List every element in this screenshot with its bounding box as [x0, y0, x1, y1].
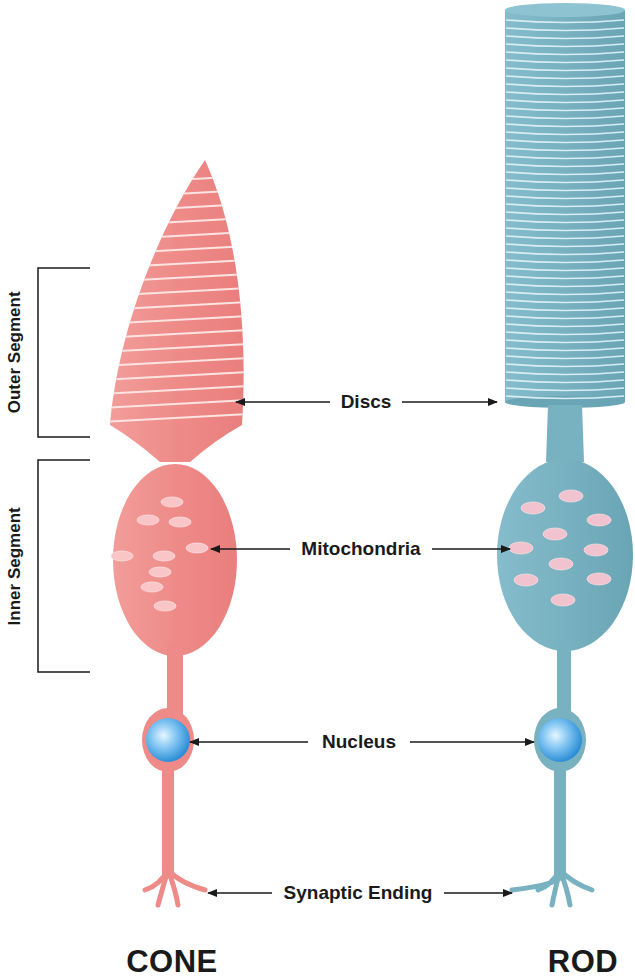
disc-stripe [506, 52, 624, 55]
disc-stripe [100, 372, 250, 380]
disc-stripe [506, 68, 624, 71]
disc-stripe [506, 156, 624, 159]
disc-stripe [506, 308, 624, 311]
disc-stripe [506, 324, 624, 327]
disc-stripe [506, 84, 624, 87]
disc-stripe [506, 60, 624, 63]
segment-brackets [38, 268, 90, 672]
disc-stripe [100, 400, 250, 408]
cell-name: ROD [548, 945, 618, 979]
disc-stripe [506, 92, 624, 95]
disc-stripe [506, 132, 624, 135]
disc-stripe [506, 316, 624, 319]
disc-stripe [506, 76, 624, 79]
disc-stripe [506, 204, 624, 207]
part-label: Synaptic Ending [284, 883, 433, 904]
disc-stripe [506, 140, 624, 143]
disc-stripe [506, 148, 624, 151]
disc-stripe [506, 228, 624, 231]
disc-stripe [506, 108, 624, 111]
disc-stripe [506, 276, 624, 279]
disc-stripe [506, 172, 624, 175]
disc-stripe [506, 356, 624, 359]
disc-stripe [100, 316, 250, 324]
disc-stripe [506, 44, 624, 47]
disc-stripe [100, 246, 250, 254]
disc-stripe [100, 302, 250, 310]
disc-stripe [506, 220, 624, 223]
disc-stripe [100, 232, 250, 240]
disc-stripe [100, 358, 250, 366]
part-label: Discs [341, 392, 392, 413]
disc-stripe [100, 274, 250, 282]
disc-stripe [506, 372, 624, 375]
disc-stripe [506, 36, 624, 39]
disc-stripe [506, 292, 624, 295]
disc-stripe [100, 204, 250, 212]
disc-stripe [506, 212, 624, 215]
disc-stripe [506, 236, 624, 239]
part-label: Mitochondria [301, 539, 420, 560]
disc-stripe [506, 180, 624, 183]
disc-stripe [506, 364, 624, 367]
cell-name: CONE [126, 945, 218, 979]
disc-stripe [506, 116, 624, 119]
disc-stripe [506, 268, 624, 271]
disc-stripe [506, 388, 624, 391]
disc-stripe [100, 176, 250, 184]
segment-label: Inner Segment [6, 507, 25, 625]
leader-arrows [190, 402, 534, 893]
segment-label: Outer Segment [6, 291, 25, 413]
disc-stripe [506, 252, 624, 255]
disc-stripe [506, 188, 624, 191]
disc-stripe [100, 218, 250, 226]
disc-stripe [506, 396, 624, 399]
disc-stripe [506, 332, 624, 335]
disc-stripe [506, 348, 624, 351]
disc-stripe [100, 260, 250, 268]
disc-stripe [506, 124, 624, 127]
disc-stripe [506, 300, 624, 303]
cone-cell [100, 160, 250, 905]
rod-cell [497, 3, 633, 905]
part-label: Nucleus [322, 732, 396, 753]
disc-stripe [100, 288, 250, 296]
disc-stripe [506, 164, 624, 167]
disc-stripe [506, 100, 624, 103]
disc-stripe [506, 260, 624, 263]
disc-stripe [100, 344, 250, 352]
disc-stripe [100, 386, 250, 394]
disc-stripe [506, 340, 624, 343]
disc-stripe [506, 380, 624, 383]
disc-stripe [506, 196, 624, 199]
disc-stripe [506, 28, 624, 31]
disc-stripe [100, 330, 250, 338]
disc-stripe [100, 414, 250, 422]
disc-stripe [506, 244, 624, 247]
disc-stripe [506, 20, 624, 23]
disc-stripe [100, 190, 250, 198]
disc-stripe [506, 284, 624, 287]
